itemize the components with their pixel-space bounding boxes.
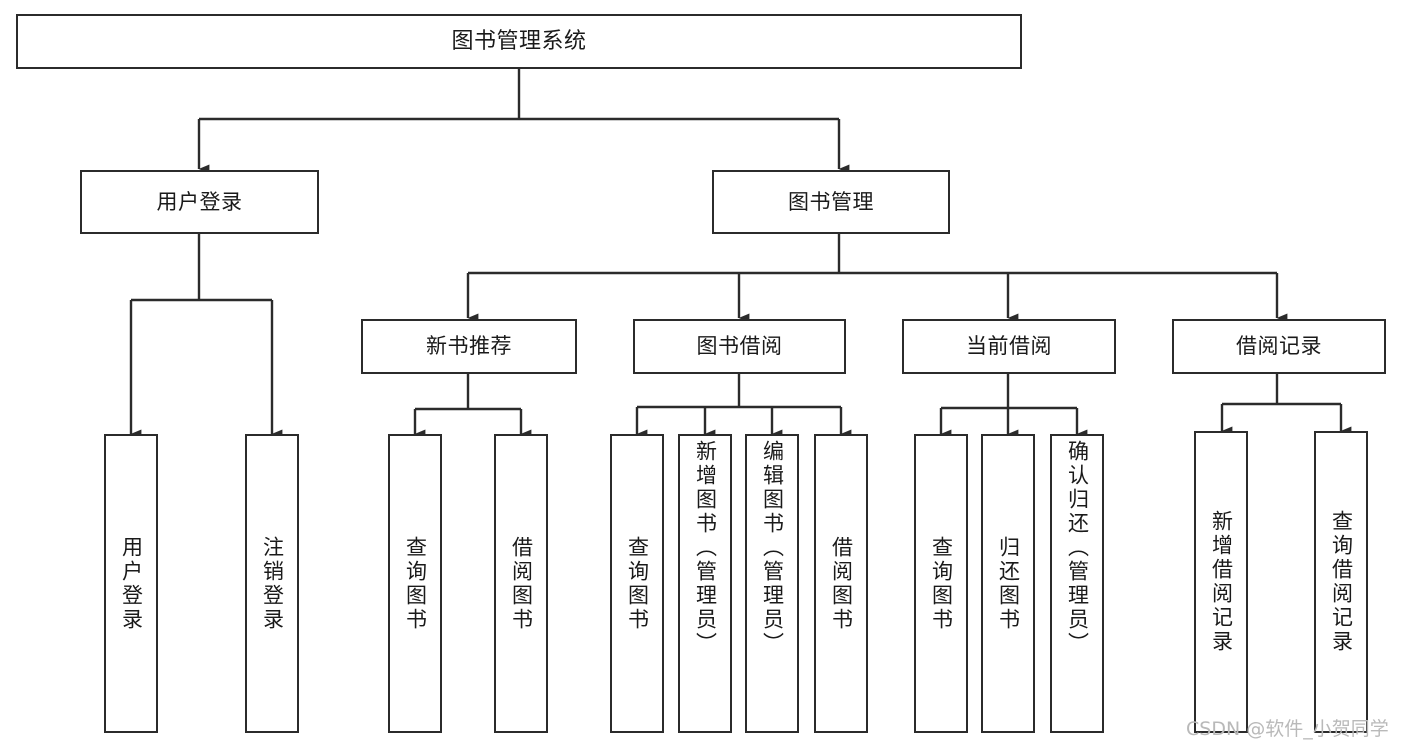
watermark-text: CSDN @软件_小贺同学 [1186, 718, 1389, 740]
node-label: 新增图书（管理员） [693, 440, 718, 656]
leaf-user-login-logout[interactable]: 注销登录 [245, 434, 299, 733]
node-label: 注销登录 [260, 535, 285, 632]
node-label: 新书推荐 [426, 334, 512, 359]
node-current-borrow[interactable]: 当前借阅 [902, 319, 1116, 374]
leaf-record-query-record[interactable]: 查询借阅记录 [1314, 431, 1368, 733]
leaf-current-return-book[interactable]: 归还图书 [981, 434, 1035, 733]
node-label: 确认归还（管理员） [1065, 440, 1090, 656]
node-label: 用户登录 [156, 189, 243, 214]
leaf-borrow-borrow-book[interactable]: 借阅图书 [814, 434, 868, 733]
node-label: 新增借阅记录 [1209, 510, 1234, 654]
leaf-borrow-add-book[interactable]: 新增图书（管理员） [678, 434, 732, 733]
leaf-user-login-login[interactable]: 用户登录 [104, 434, 158, 733]
node-label: 当前借阅 [966, 334, 1052, 359]
node-label: 查询图书 [403, 535, 428, 632]
node-new-book-recommend[interactable]: 新书推荐 [361, 319, 577, 374]
node-label: 查询图书 [625, 535, 650, 632]
node-label: 归还图书 [996, 535, 1021, 632]
node-label: 借阅图书 [829, 535, 854, 632]
leaf-borrow-query-book[interactable]: 查询图书 [610, 434, 664, 733]
leaf-recommend-query-book[interactable]: 查询图书 [388, 434, 442, 733]
node-label: 图书借阅 [696, 334, 783, 359]
node-label: 编辑图书（管理员） [760, 440, 785, 656]
node-borrow-record[interactable]: 借阅记录 [1172, 319, 1386, 374]
leaf-record-add-record[interactable]: 新增借阅记录 [1194, 431, 1248, 733]
node-book-management[interactable]: 图书管理 [712, 170, 950, 234]
leaf-recommend-borrow-book[interactable]: 借阅图书 [494, 434, 548, 733]
node-label: 查询借阅记录 [1329, 510, 1354, 654]
leaf-current-query-book[interactable]: 查询图书 [914, 434, 968, 733]
node-label: 借阅记录 [1236, 334, 1322, 359]
leaf-current-confirm-return[interactable]: 确认归还（管理员） [1050, 434, 1104, 733]
leaf-borrow-edit-book[interactable]: 编辑图书（管理员） [745, 434, 799, 733]
node-user-login[interactable]: 用户登录 [80, 170, 319, 234]
node-label: 图书管理系统 [451, 28, 587, 54]
node-root-system[interactable]: 图书管理系统 [16, 14, 1022, 69]
node-label: 图书管理 [788, 189, 874, 214]
node-label: 用户登录 [119, 535, 144, 632]
node-label: 借阅图书 [509, 535, 534, 632]
node-book-borrow[interactable]: 图书借阅 [633, 319, 846, 374]
node-label: 查询图书 [929, 535, 954, 632]
